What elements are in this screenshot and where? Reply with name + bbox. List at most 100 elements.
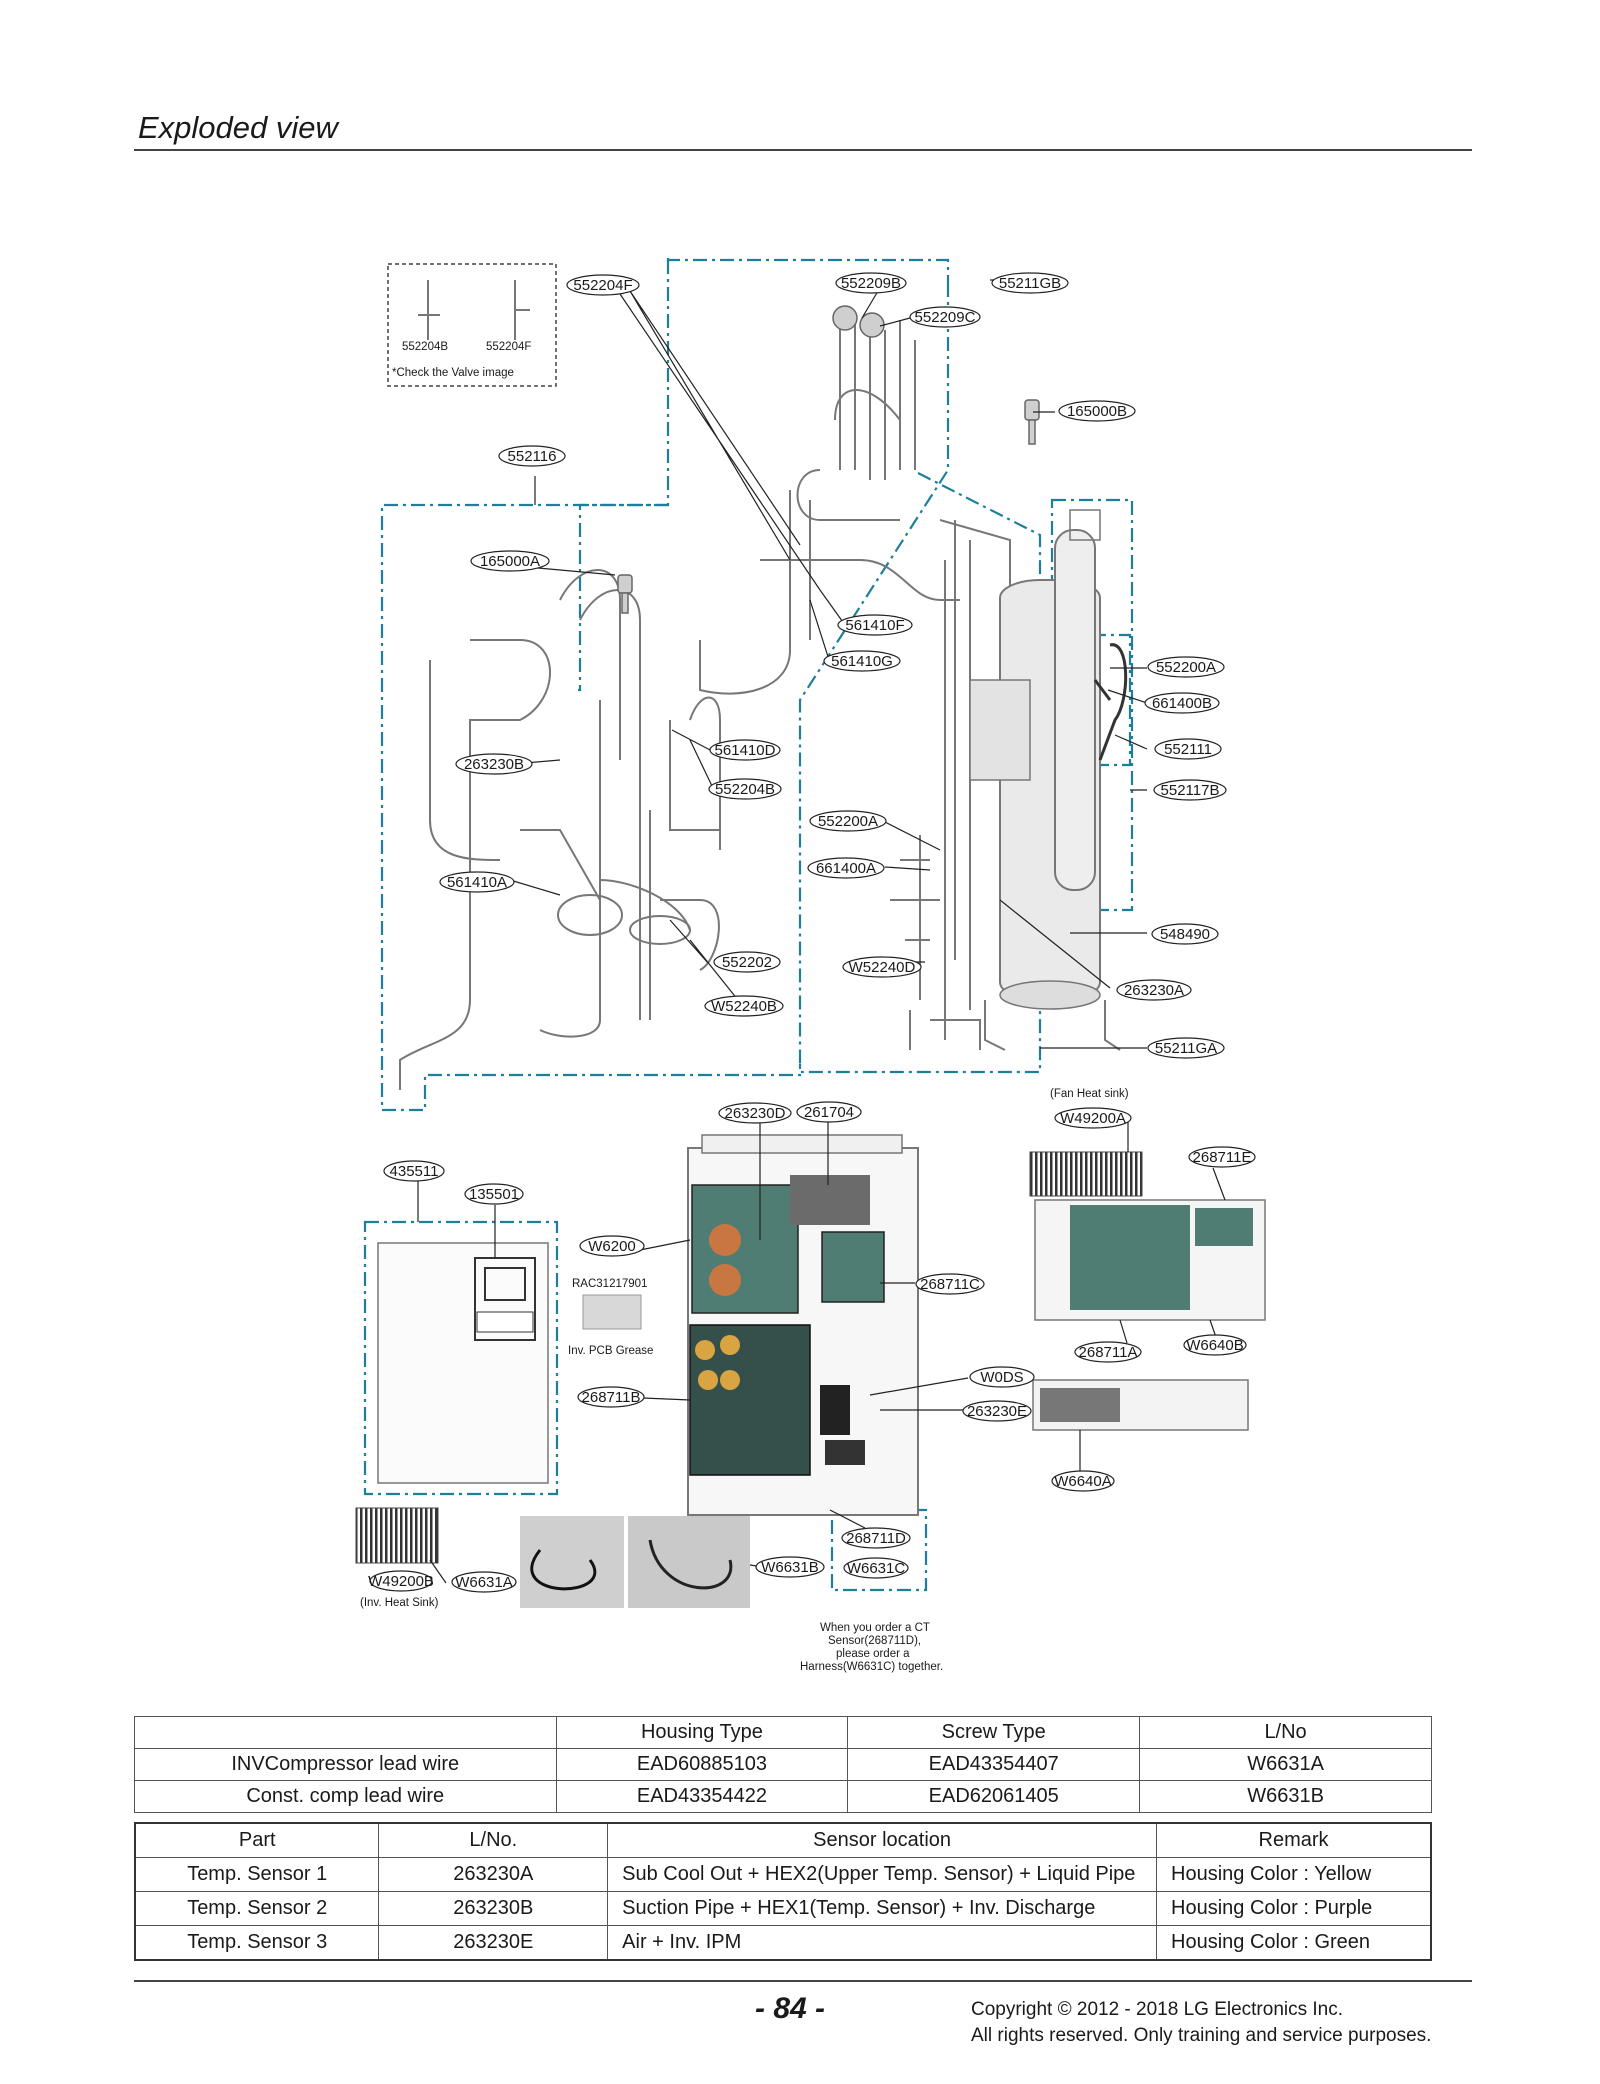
table-header-cell: Screw Type (847, 1716, 1141, 1749)
label-bubble (962, 1400, 1032, 1422)
part-number: W6631A (455, 1574, 513, 1591)
label-bubble (991, 272, 1069, 294)
outline-cover-group (363, 1220, 559, 1496)
label-bubble (837, 614, 913, 636)
table-cell: Housing Color : Purple (1156, 1891, 1432, 1926)
copyright: Copyright © 2012 - 2018 LG Electronics I… (971, 1997, 1431, 2049)
table-cell: 263230B (378, 1891, 609, 1926)
part-label-561410g: 561410G (823, 650, 901, 672)
temp-sensor-table: Part L/No. Sensor location Remark Temp. … (134, 1822, 1432, 1961)
label-bubble (708, 778, 782, 800)
pipe-assembly (399, 320, 1011, 1090)
part-number: W52240D (849, 959, 916, 976)
label-bubble (383, 1160, 445, 1182)
valve-icons (418, 280, 530, 340)
part-number: 263230D (725, 1105, 786, 1122)
table-row: Const. comp lead wire EAD43354422 EAD620… (134, 1780, 1432, 1813)
table-cell: Sub Cool Out + HEX2(Upper Temp. Sensor) … (607, 1857, 1158, 1892)
label-bubble (704, 995, 784, 1017)
part-number: 561410A (447, 874, 507, 891)
part-label-552209b: 552209B (835, 272, 907, 294)
part-number: 268711C (920, 1276, 980, 1293)
ct-note-line3: please order a (836, 1648, 910, 1660)
outline-top-right-edge (798, 283, 950, 1064)
inv-heat-sink-note: (Inv. Heat Sink) (360, 1597, 439, 1609)
sensor-wire (1093, 643, 1128, 761)
part-number: 268711B (582, 1389, 641, 1406)
part-number: 165000A (480, 553, 540, 570)
table-row: Temp. Sensor 2 263230B Suction Pipe + HE… (134, 1891, 1432, 1926)
label-bubble (823, 650, 901, 672)
copyright-line-2: All rights reserved. Only training and s… (971, 2025, 1432, 2046)
table-cell: EAD43354422 (555, 1780, 849, 1813)
accumulator (1054, 509, 1101, 891)
part-label-268711b: 268711B (577, 1386, 645, 1408)
part-number: 552117B (1161, 782, 1220, 799)
label-bubble (969, 1366, 1035, 1388)
label-bubble (451, 1571, 517, 1593)
label-bubble (1074, 1341, 1142, 1363)
table-cell: INVCompressor lead wire (134, 1748, 557, 1781)
table-cell: Suction Pipe + HEX1(Temp. Sensor) + Inv.… (607, 1891, 1158, 1926)
part-label-552117b: 552117B (1153, 779, 1227, 801)
part-label-w6640b: W6640B (1183, 1334, 1247, 1356)
label-bubble (1054, 1107, 1132, 1129)
label-bubble (1151, 923, 1219, 945)
part-number: 165000B (1067, 403, 1127, 420)
part-label-261704: 261704 (796, 1101, 862, 1123)
part-label-165000b: 165000B (1058, 400, 1136, 422)
outline-top-left-edge (578, 260, 670, 692)
part-number: W0DS (980, 1369, 1023, 1386)
part-number: W6200 (588, 1238, 636, 1255)
part-label-268711d: 268711D (841, 1527, 911, 1549)
part-number: W52240B (711, 998, 777, 1015)
label-bubble (1153, 779, 1227, 801)
part-label-w52240b: W52240B (704, 995, 784, 1017)
table-cell: Air + Inv. IPM (607, 1925, 1158, 1961)
part-label-135501: 135501 (464, 1183, 524, 1205)
label-bubble (909, 306, 981, 328)
part-number: 268711A (1079, 1344, 1138, 1361)
part-number: 552111 (1164, 741, 1212, 758)
label-bubble (841, 1527, 911, 1549)
ct-note-line1: When you order a CT (820, 1622, 930, 1634)
label-bubble (1183, 1334, 1247, 1356)
part-label-w6640a: W6640A (1051, 1470, 1115, 1492)
part-number: 561410D (715, 742, 776, 759)
rac-code: RAC31217901 (572, 1278, 647, 1290)
part-label-552204b: 552204B (708, 778, 782, 800)
part-label-552111: 552111 (1154, 738, 1222, 760)
part-number: 661400B (1152, 695, 1212, 712)
label-bubble (843, 1557, 909, 1579)
part-label-w49200a: W49200A (1054, 1107, 1132, 1129)
part-label-268711a: 268711A (1074, 1341, 1142, 1363)
ct-note-line2: Sensor(268711D), (828, 1635, 921, 1647)
label-bubble (807, 857, 885, 879)
table-cell: 263230A (378, 1857, 609, 1892)
part-number: 552209C (915, 309, 976, 326)
part-label-661400b: 661400B (1144, 692, 1220, 714)
part-label-263230e: 263230E (962, 1400, 1032, 1422)
part-label-w6200: W6200 (579, 1235, 645, 1257)
table-header-cell: Sensor location (607, 1822, 1158, 1858)
part-number: W6640B (1186, 1337, 1244, 1354)
part-number: 561410F (845, 617, 904, 634)
label-bubble (915, 1273, 985, 1295)
part-number: W6640A (1054, 1473, 1112, 1490)
table-row: INVCompressor lead wire EAD60885103 EAD4… (134, 1748, 1432, 1781)
part-number: 661400A (816, 860, 876, 877)
inv-heat-sink (355, 1507, 439, 1564)
label-bubble (369, 1570, 433, 1592)
part-number: W6631C (847, 1560, 906, 1577)
valve-label-b: 552204F (486, 341, 531, 353)
copyright-line-1: Copyright © 2012 - 2018 LG Electronics I… (971, 1999, 1344, 2020)
label-bubble (1154, 738, 1222, 760)
table-header-cell: Remark (1156, 1822, 1432, 1858)
part-label-661400a: 661400A (807, 857, 885, 879)
table-row: Temp. Sensor 3 263230E Air + Inv. IPM Ho… (134, 1925, 1432, 1961)
part-label-263230a: 263230A (1116, 979, 1192, 1001)
part-label-552209c: 552209C (909, 306, 981, 328)
part-number: 552204F (573, 277, 632, 294)
